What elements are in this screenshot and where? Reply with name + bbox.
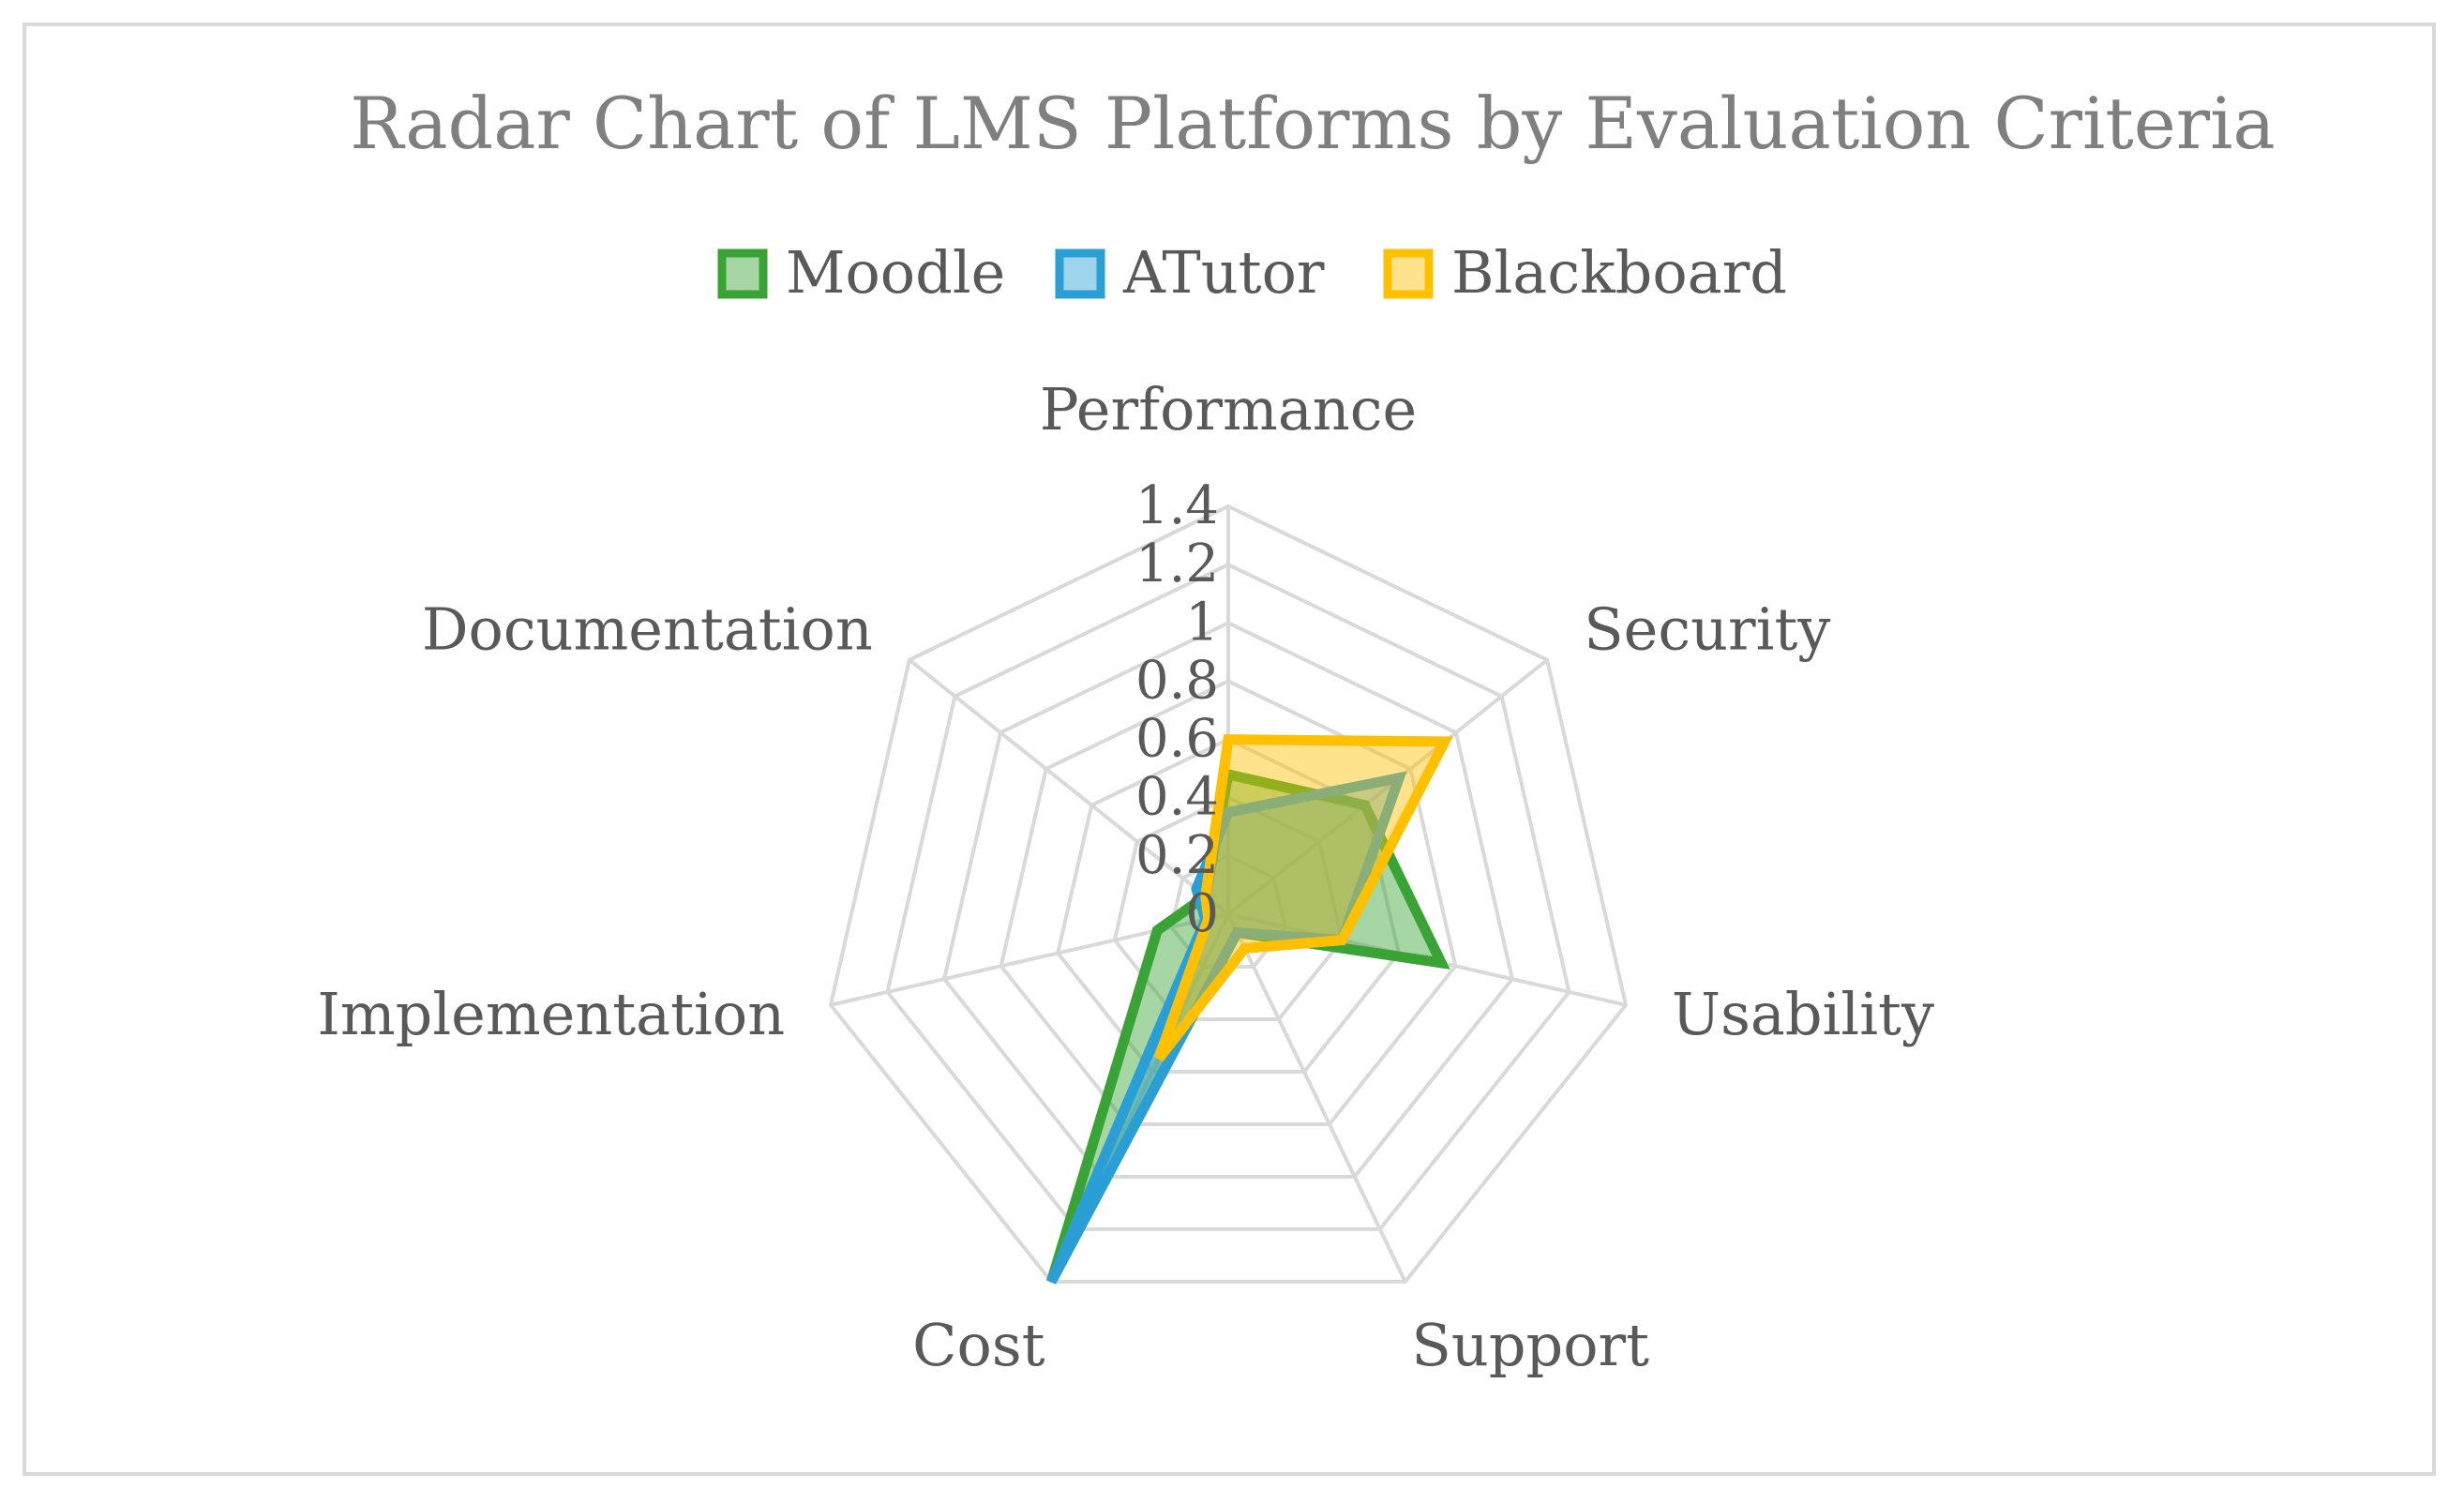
axis-label-documentation: Documentation: [422, 595, 873, 664]
axis-label-cost: Cost: [912, 1311, 1045, 1379]
legend-swatch: [1055, 248, 1105, 299]
axis-label-support: Support: [1411, 1311, 1649, 1379]
legend-item-moodle: Moodle: [717, 238, 1005, 307]
legend-label: Blackboard: [1451, 238, 1787, 307]
tick-label: 0: [1185, 883, 1219, 944]
series-layer: [1045, 734, 1453, 1285]
tick-label: 1.4: [1135, 475, 1219, 536]
tick-label: 0.4: [1135, 767, 1219, 828]
axis-label-implementation: Implementation: [317, 980, 785, 1048]
grid-spoke: [908, 658, 1230, 916]
axis-label-security: Security: [1584, 595, 1830, 664]
legend-label: Moodle: [786, 238, 1005, 307]
tick-label: 1: [1185, 592, 1219, 653]
grid-ring: [941, 621, 1515, 1179]
tick-labels: 00.20.40.60.811.21.4: [1135, 475, 1219, 944]
legend-swatch: [717, 248, 768, 299]
grid-ring: [885, 562, 1571, 1231]
axis-label-performance: Performance: [1040, 375, 1417, 444]
grid-ring: [828, 504, 1629, 1284]
tick-label: 0.8: [1135, 650, 1219, 711]
tick-label: 1.2: [1135, 534, 1219, 594]
legend: Moodle ATutor Blackboard: [717, 238, 1787, 307]
tick-label: 0.6: [1135, 709, 1219, 770]
legend-item-blackboard: Blackboard: [1383, 238, 1787, 307]
legend-label: ATutor: [1122, 238, 1325, 307]
legend-swatch: [1383, 248, 1434, 299]
legend-item-atutor: ATutor: [1055, 238, 1325, 307]
axis-label-usability: Usability: [1672, 980, 1934, 1048]
grid-spoke: [1226, 658, 1549, 916]
series-atutor: [1046, 771, 1407, 1285]
chart-title: Radar Chart of LMS Platforms by Evaluati…: [350, 82, 2275, 165]
series-blackboard: [1153, 734, 1453, 1062]
grid-ring: [1112, 795, 1345, 1021]
grid-spoke: [1226, 913, 1407, 1283]
tick-label: 0.2: [1135, 825, 1219, 886]
grid-ring: [1056, 737, 1401, 1074]
